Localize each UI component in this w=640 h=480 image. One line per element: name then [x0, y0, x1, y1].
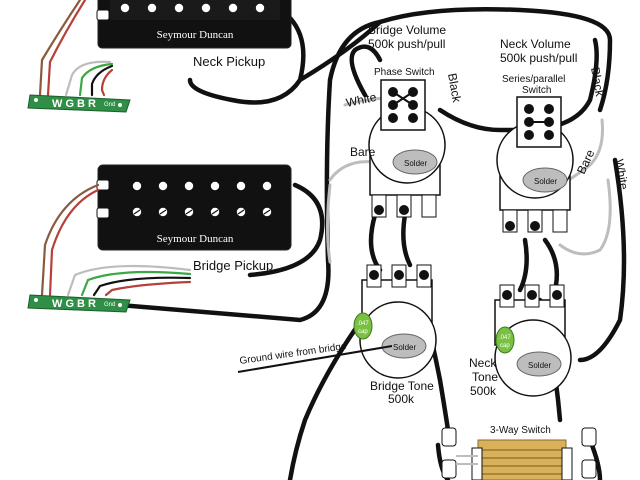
bridge-pcb: W G B R Gnd [27, 294, 131, 313]
neck-tone-label-3: 500k [470, 384, 497, 398]
neck-pcb-pins: W G B R [52, 98, 96, 110]
neck-tone-cap-unit: cap [500, 343, 510, 349]
three-way-switch-label: 3-Way Switch [490, 425, 551, 436]
neck-volume-label-1: Neck Volume [500, 37, 571, 51]
phase-switch-label: Phase Switch [374, 67, 435, 78]
neck-pickup: Seymour Duncan [96, 0, 292, 49]
white-wire-label-neck: White [612, 158, 631, 191]
neck-pickup-brand: Seymour Duncan [157, 29, 234, 41]
bridge-tone-label-1: Bridge Tone [370, 379, 434, 393]
three-way-switch [441, 427, 597, 480]
black-wire-label-bridge: Black [445, 72, 464, 104]
bridge-tone-capacitor: .047 cap [353, 312, 373, 340]
neck-tone-capacitor: .047 cap [495, 326, 515, 354]
neck-pickup-label: Neck Pickup [193, 54, 265, 69]
bridge-tone-cap-unit: cap [358, 329, 368, 335]
neck-pcb: W G B R Gnd [27, 94, 131, 113]
neck-tone-label-2: Tone [472, 370, 498, 384]
neck-tone-label-1: Neck [469, 356, 497, 370]
bridge-volume-label-2: 500k push/pull [368, 37, 445, 51]
neck-tone-pot: Solder .047 cap [494, 284, 572, 397]
neck-tone-cap-value: .047 [499, 335, 511, 341]
bridge-tone-solder: Solder [393, 343, 416, 352]
bare-wire-label-bridge: Bare [350, 145, 376, 159]
neck-volume-solder: Solder [534, 177, 557, 186]
bridge-tone-cap-value: .047 [357, 321, 369, 327]
series-parallel-label-2: Switch [522, 85, 551, 96]
neck-tone-solder: Solder [528, 361, 551, 370]
bridge-pickup-brand: Seymour Duncan [157, 233, 234, 245]
neck-pickup-leads [38, 0, 114, 97]
bridge-tone-pot: Solder .047 cap [353, 264, 437, 379]
white-wire-label-bridge: White [345, 90, 378, 110]
bridge-pickup-leads [40, 183, 192, 297]
bridge-volume-label-1: Bridge Volume [368, 23, 446, 37]
bridge-pickup-label: Bridge Pickup [193, 258, 273, 273]
series-parallel-label-1: Series/parallel [502, 74, 565, 85]
bridge-tone-label-2: 500k [388, 392, 415, 406]
phase-switch [380, 79, 426, 131]
bridge-volume-solder: Solder [404, 159, 427, 168]
neck-pcb-gnd: Gnd [104, 102, 115, 108]
bridge-pickup: Seymour Duncan [96, 164, 292, 251]
white-wires [326, 96, 612, 264]
black-wire-label-neck: Black [588, 66, 607, 98]
neck-volume-label-2: 500k push/pull [500, 51, 577, 65]
bridge-pcb-gnd: Gnd [104, 302, 115, 308]
series-parallel-switch [516, 96, 562, 148]
bridge-pcb-pins: W G B R [52, 298, 96, 310]
